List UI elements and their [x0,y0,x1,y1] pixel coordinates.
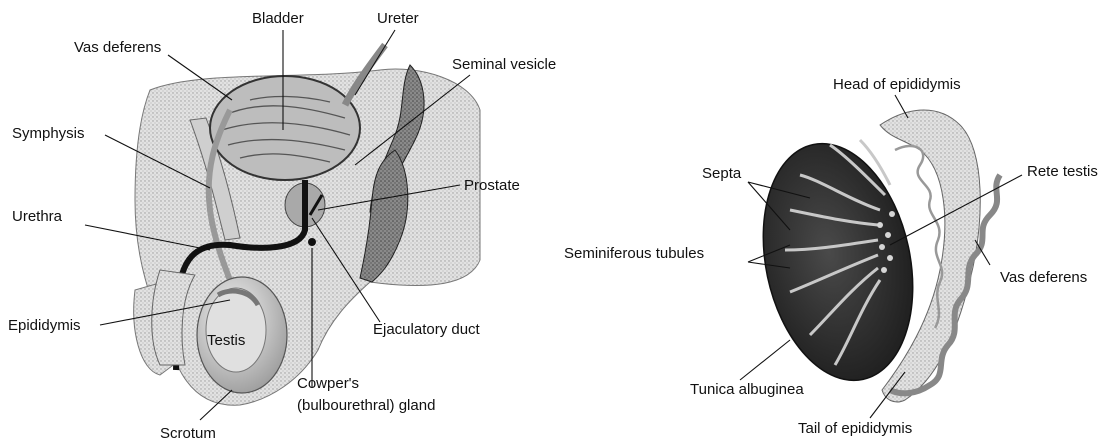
label-tail-of-epididymis: Tail of epididymis [798,420,912,437]
label-tunica-albuginea: Tunica albuginea [690,381,804,398]
label-bladder: Bladder [252,10,304,27]
label-head-of-epididymis: Head of epididymis [833,76,961,93]
label-scrotum: Scrotum [160,425,216,442]
testis-cross-section-diagram: Head of epididymis Septa Rete testis Sem… [564,76,1098,437]
label-prostate: Prostate [464,177,520,194]
label-seminiferous-tubules: Seminiferous tubules [564,245,704,262]
label-testis: Testis [207,332,245,349]
label-seminal-vesicle: Seminal vesicle [452,56,556,73]
label-cowpers-line2: (bulbourethral) gland [297,397,435,414]
label-ejaculatory-duct: Ejaculatory duct [373,321,481,338]
label-epididymis: Epididymis [8,317,81,334]
male-pelvis-diagram: Bladder Ureter Vas deferens Seminal vesi… [8,10,556,442]
label-cowpers-line1: Cowper's [297,375,359,392]
label-urethra: Urethra [12,208,63,225]
bladder-shape [210,76,360,180]
label-vas-deferens-right: Vas deferens [1000,269,1087,286]
label-rete-testis: Rete testis [1027,163,1098,180]
leader-tunica-albuginea [740,340,790,380]
label-ureter: Ureter [377,10,419,27]
label-septa: Septa [702,165,742,182]
label-symphysis: Symphysis [12,125,85,142]
label-vas-deferens: Vas deferens [74,39,161,56]
cowpers-gland-dot [308,238,316,246]
